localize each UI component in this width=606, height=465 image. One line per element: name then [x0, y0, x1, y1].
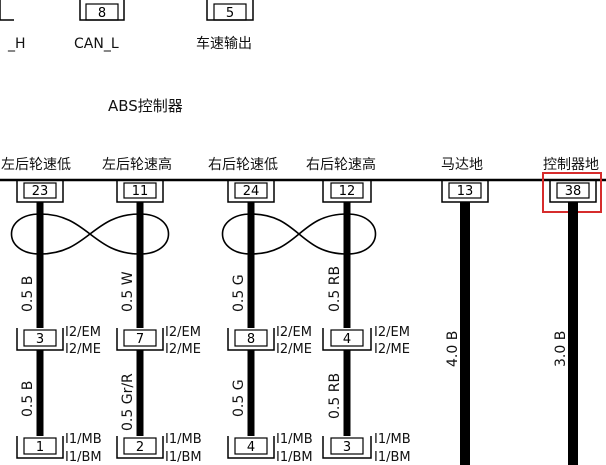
controller-pin-24: 24 — [227, 180, 275, 203]
pin-number: 1 — [36, 440, 44, 455]
connector-code: I2/ME — [65, 342, 101, 357]
pin-number: 12 — [339, 184, 356, 199]
top-connector-h — [0, 0, 14, 21]
connector-code: I2/EM — [276, 325, 312, 340]
connector-i2-pin-3: 3 I2/EM I2/ME — [16, 325, 101, 357]
controller-pin-38: 38 — [549, 180, 597, 203]
wire-label: 0.5 RB — [327, 266, 343, 312]
wire-label: 3.0 B — [553, 331, 569, 367]
connector-i2-pin-7: 7 I2/EM I2/ME — [116, 325, 201, 357]
wire-label: 0.5 RB — [327, 373, 343, 419]
connector-code: I2/ME — [165, 342, 201, 357]
signal-label-ctrl-gnd: 控制器地 — [543, 157, 599, 173]
signal-label-h: _H — [7, 36, 26, 52]
connector-code: I1/MB — [276, 432, 313, 447]
controller-pin-23: 23 — [16, 180, 64, 203]
twisted-pair-right — [221, 213, 377, 255]
controller-pin-11: 11 — [116, 180, 164, 203]
top-connector-speed-out: 5 — [206, 0, 254, 21]
twisted-pair-left — [10, 213, 170, 255]
pin-number: 2 — [136, 440, 144, 455]
connector-code: I1/MB — [65, 432, 102, 447]
connector-code: I2/ME — [276, 342, 312, 357]
connector-i1-pin-1: 1 I1/MB I1/BM — [16, 432, 102, 465]
connector-i1-pin-3: 3 I1/MB I1/BM — [322, 432, 411, 465]
connector-code: I1/MB — [165, 432, 202, 447]
controller-title: ABS控制器 — [108, 97, 183, 115]
top-connector-can-l: 8 — [79, 0, 125, 21]
wire-label: 0.5 B — [20, 381, 36, 417]
wire-label: 0.5 B — [20, 276, 36, 312]
controller-pin-13: 13 — [441, 180, 489, 203]
pin-number: 3 — [36, 332, 44, 347]
wire-label: 0.5 G — [231, 379, 247, 417]
pin-number: 11 — [132, 184, 149, 199]
wire-label: 0.5 G — [231, 274, 247, 312]
connector-code: I1/BM — [374, 450, 411, 465]
wire-label: 0.5 Gr/R — [120, 373, 136, 431]
pin-number: 38 — [565, 184, 582, 199]
connector-i2-pin-4: 4 I2/EM I2/ME — [322, 325, 410, 357]
pin-number: 13 — [457, 184, 474, 199]
connector-code: I2/EM — [65, 325, 101, 340]
pin-number: 8 — [98, 6, 106, 21]
pin-number: 4 — [343, 332, 351, 347]
signal-label-rr-low: 右后轮速低 — [208, 157, 278, 173]
connector-code: I2/EM — [374, 325, 410, 340]
connector-code: I1/BM — [276, 450, 313, 465]
signal-label-rr-high: 右后轮速高 — [306, 156, 376, 173]
connector-code: I2/EM — [165, 325, 201, 340]
connector-code: I1/BM — [165, 450, 202, 465]
connector-i1-pin-2: 2 I1/MB I1/BM — [116, 432, 202, 465]
connector-code: I1/MB — [374, 432, 411, 447]
pin-number: 24 — [243, 184, 260, 199]
signal-label-lr-low: 左后轮速低 — [1, 157, 71, 173]
connector-i2-pin-8: 8 I2/EM I2/ME — [227, 325, 312, 357]
pin-number: 5 — [226, 6, 234, 21]
pin-number: 8 — [247, 332, 255, 347]
wire-label: 4.0 B — [445, 331, 461, 367]
pin-number: 23 — [32, 184, 49, 199]
connector-code: I2/ME — [374, 342, 410, 357]
signal-label-speed-out: 车速输出 — [196, 35, 252, 52]
pin-number: 3 — [343, 440, 351, 455]
signal-label-lr-high: 左后轮速高 — [102, 156, 172, 173]
connector-code: I1/BM — [65, 450, 102, 465]
pin-number: 7 — [136, 332, 144, 347]
connector-i1-pin-4: 4 I1/MB I1/BM — [227, 432, 313, 465]
controller-pin-12: 12 — [322, 180, 372, 203]
signal-label-motor-gnd: 马达地 — [441, 157, 483, 173]
wire-label: 0.5 W — [120, 271, 136, 312]
pin-number: 4 — [247, 440, 255, 455]
signal-label-can-l: CAN_L — [74, 36, 119, 52]
